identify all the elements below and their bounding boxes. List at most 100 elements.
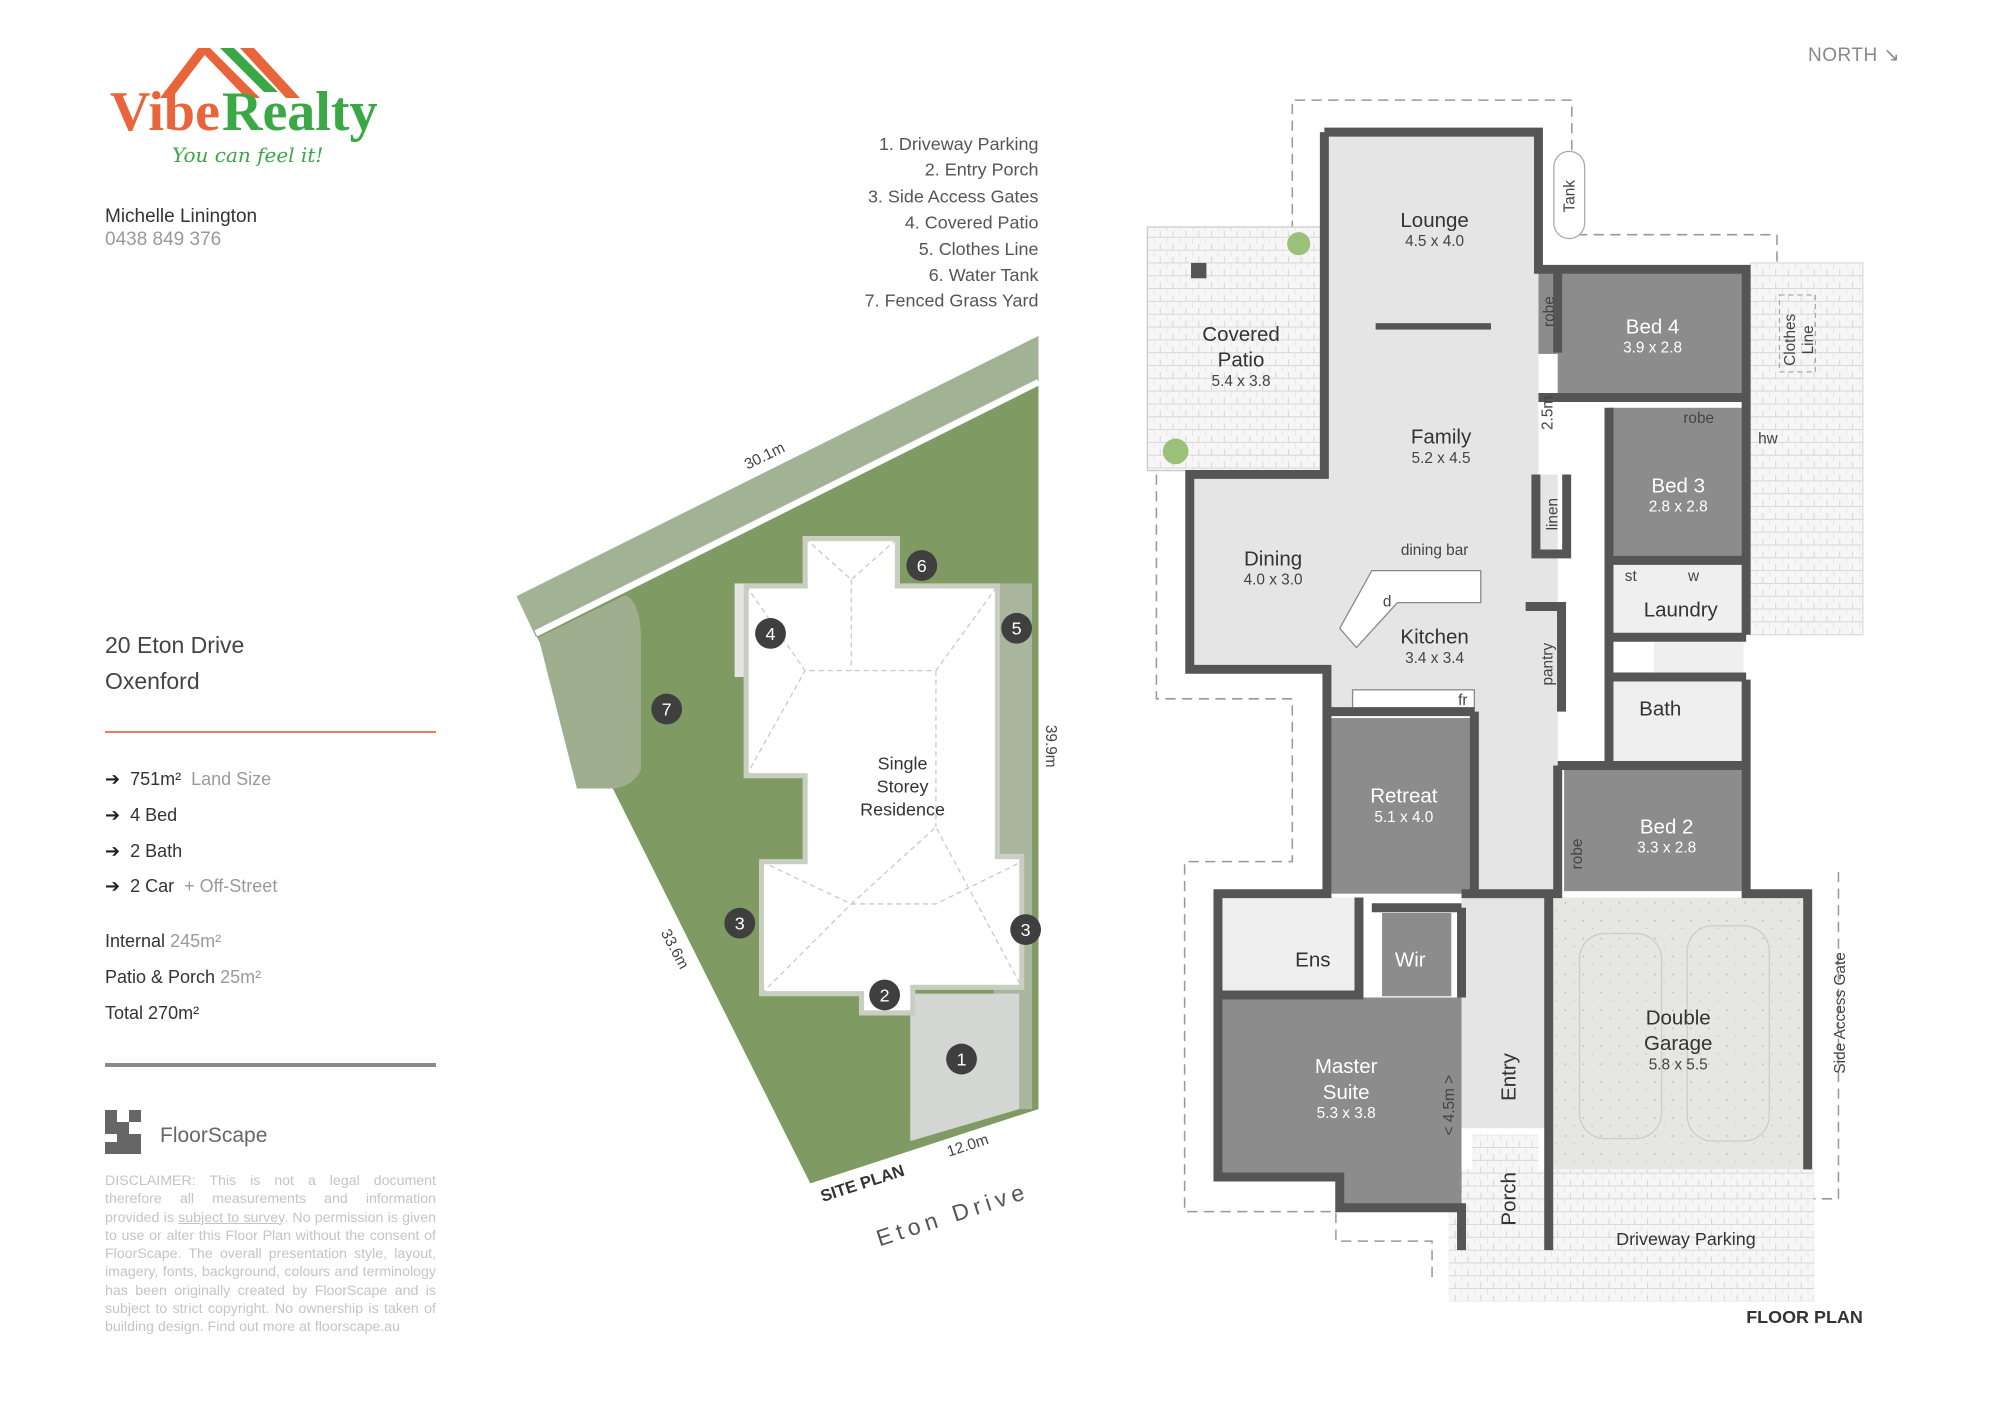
svg-text:Side Access Gate: Side Access Gate: [1832, 952, 1849, 1073]
svg-text:st: st: [1625, 568, 1638, 585]
svg-text:hw: hw: [1758, 431, 1779, 448]
marker-2: 2: [869, 979, 900, 1011]
car-icons: [1578, 925, 1770, 1142]
floorscape-name: FloorScape: [160, 1124, 268, 1147]
feature-bed: ➔4 Bed: [105, 805, 178, 825]
arrow-right-icon: ➔: [105, 876, 121, 896]
svg-text:5.1 x 4.0: 5.1 x 4.0: [1374, 809, 1433, 826]
site-markers: 1 2 3 3 4 5 6 7: [651, 550, 1042, 1075]
svg-text:You can feel it!: You can feel it!: [172, 143, 323, 167]
svg-text:3: 3: [1021, 920, 1031, 940]
plant-icon: [1162, 438, 1189, 465]
svg-text:fr: fr: [1458, 692, 1467, 709]
property-suburb: Oxenford: [105, 668, 200, 694]
kitchen-bench: [1338, 569, 1482, 649]
svg-text:robe: robe: [1569, 839, 1586, 870]
svg-text:5.2 x 4.5: 5.2 x 4.5: [1412, 450, 1471, 467]
svg-text:Line: Line: [1800, 325, 1817, 354]
area-internal: Internal 245m²: [105, 931, 222, 951]
marker-1: 1: [946, 1043, 977, 1075]
clothes-line-area: [1749, 262, 1864, 636]
svg-text:Double: Double: [1646, 1006, 1711, 1029]
svg-text:3: 3: [735, 914, 745, 934]
disclaimer: DISCLAIMER: This is not a legal document…: [105, 1173, 437, 1336]
svg-text:Lounge: Lounge: [1400, 209, 1468, 232]
svg-text:3. Side Access Gates: 3. Side Access Gates: [868, 187, 1039, 207]
room-laundry: [1608, 564, 1744, 635]
room-bed2: [1564, 769, 1744, 892]
svg-text:Retreat: Retreat: [1370, 785, 1438, 808]
svg-text:Bed 3: Bed 3: [1651, 474, 1705, 497]
svg-text:Garage: Garage: [1644, 1032, 1712, 1055]
svg-text:robe: robe: [1683, 410, 1714, 427]
floor-plan-title: FLOOR PLAN: [1746, 1307, 1863, 1327]
marker-3-east: 3: [1010, 914, 1042, 945]
site-legend: 1. Driveway Parking 2. Entry Porch 3. Si…: [865, 134, 1039, 310]
marker-5: 5: [1001, 612, 1033, 644]
svg-text:7: 7: [662, 699, 672, 719]
svg-text:d: d: [1383, 594, 1392, 611]
feature-car: ➔2 Car+ Off-Street: [105, 876, 278, 896]
svg-text:Dining: Dining: [1244, 547, 1302, 570]
svg-text:4.0 x 3.0: 4.0 x 3.0: [1244, 572, 1303, 589]
tank-icon: [1553, 150, 1586, 240]
svg-text:5.4 x 3.8: 5.4 x 3.8: [1212, 373, 1271, 390]
agent-name: Michelle Linington: [105, 206, 258, 227]
feature-bath: ➔2 Bath: [105, 841, 183, 861]
svg-text:< 4.5m >: < 4.5m >: [1441, 1075, 1458, 1136]
svg-text:6: 6: [917, 556, 927, 576]
svg-text:Master: Master: [1315, 1055, 1378, 1078]
floorscape-logo-icon: [105, 1110, 141, 1154]
post-icon: [1191, 262, 1207, 279]
svg-text:Bath: Bath: [1639, 697, 1681, 720]
agent-phone: 0438 849 376: [105, 229, 222, 250]
svg-text:2.8 x 2.8: 2.8 x 2.8: [1649, 499, 1708, 516]
clothes-line-icon: [1778, 294, 1817, 373]
room-bed4: [1557, 269, 1744, 398]
divider: [105, 731, 436, 733]
svg-text:Patio: Patio: [1218, 349, 1265, 372]
svg-text:Tank: Tank: [1561, 180, 1578, 213]
svg-text:1: 1: [957, 1049, 967, 1069]
vibe-realty-logo: Vibe Realty You can feel it!: [110, 48, 378, 167]
marker-4: 4: [755, 618, 786, 649]
svg-text:Kitchen: Kitchen: [1400, 626, 1468, 649]
svg-text:linen: linen: [1545, 498, 1562, 530]
room-retreat: [1326, 718, 1475, 894]
svg-text:Suite: Suite: [1323, 1081, 1370, 1104]
tv-unit: [1375, 323, 1492, 330]
survey-link[interactable]: subject to survey: [178, 1209, 285, 1226]
svg-text:2.5m: 2.5m: [1540, 396, 1557, 430]
svg-text:2. Entry Porch: 2. Entry Porch: [925, 160, 1039, 180]
svg-text:5. Clothes Line: 5. Clothes Line: [919, 239, 1039, 259]
site-plan: Single Storey Residence 1 2 3 3 4 5 6 7 …: [516, 335, 1059, 1251]
property-street: 20 Eton Drive: [105, 632, 245, 658]
room-bath: [1608, 679, 1744, 766]
living-floor: [1189, 132, 1558, 1129]
svg-text:w: w: [1687, 568, 1700, 585]
svg-text:2: 2: [880, 985, 890, 1005]
marker-7: 7: [651, 693, 683, 725]
north-indicator: NORTH ↘: [1808, 45, 1900, 66]
arrow-right-icon: ➔: [105, 805, 121, 825]
rear-strip: [516, 335, 1039, 638]
svg-text:7. Fenced Grass Yard: 7. Fenced Grass Yard: [865, 291, 1039, 311]
svg-text:pantry: pantry: [1540, 643, 1557, 686]
svg-text:Family: Family: [1411, 426, 1472, 449]
svg-text:Bed 2: Bed 2: [1640, 815, 1694, 838]
svg-text:Porch: Porch: [1497, 1172, 1520, 1226]
svg-text:5: 5: [1012, 619, 1022, 639]
room-ens: [1217, 897, 1359, 994]
svg-text:dining bar: dining bar: [1401, 542, 1469, 559]
svg-text:Realty: Realty: [222, 81, 378, 143]
garden-bed: [538, 594, 642, 789]
svg-text:1. Driveway Parking: 1. Driveway Parking: [879, 134, 1039, 154]
svg-text:4: 4: [766, 624, 776, 644]
svg-text:3.9 x 2.8: 3.9 x 2.8: [1623, 340, 1682, 357]
svg-text:3.3 x 2.8: 3.3 x 2.8: [1637, 840, 1696, 857]
marker-3-west: 3: [724, 907, 756, 939]
arrow-right-icon: ➔: [105, 769, 121, 789]
driveway-area: [1448, 1169, 1815, 1302]
marker-6: 6: [906, 550, 938, 581]
